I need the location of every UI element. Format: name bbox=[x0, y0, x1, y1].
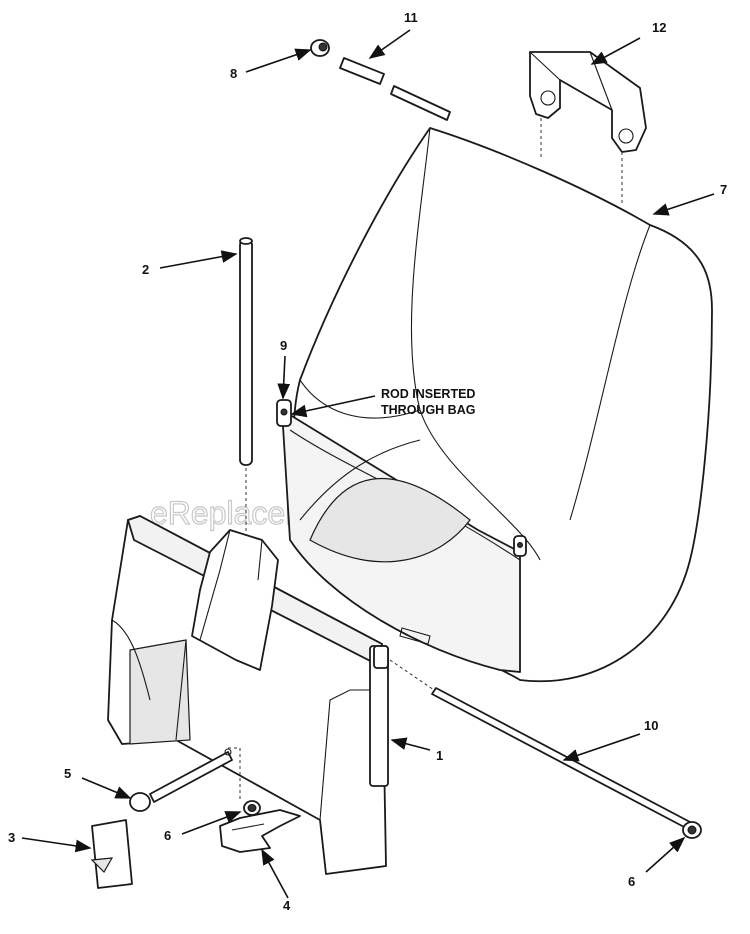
part-6-nut-right bbox=[682, 821, 702, 839]
note-line-2: THROUGH BAG bbox=[381, 403, 475, 417]
callout-4: 4 bbox=[283, 898, 291, 913]
arrow-6-left bbox=[181, 811, 242, 835]
callout-11: 11 bbox=[404, 10, 418, 25]
part-3-plate bbox=[90, 819, 133, 889]
callout-5: 5 bbox=[64, 766, 71, 781]
note-line-1: ROD INSERTED bbox=[381, 387, 475, 401]
part-4-latch bbox=[219, 809, 301, 853]
callout-12: 12 bbox=[652, 20, 666, 35]
callout-9: 9 bbox=[280, 338, 287, 353]
part-8-nut bbox=[310, 39, 330, 57]
arrow-12 bbox=[590, 37, 641, 65]
arrow-4 bbox=[261, 848, 289, 899]
part-6-nut-left bbox=[243, 800, 261, 816]
part-2-rod bbox=[239, 237, 253, 540]
callout-7: 7 bbox=[720, 182, 727, 197]
part-7-bag bbox=[281, 127, 713, 683]
arrow-2 bbox=[159, 250, 238, 269]
part-11-rod bbox=[339, 57, 451, 121]
callout-3: 3 bbox=[8, 830, 15, 845]
arrow-3 bbox=[21, 837, 92, 853]
callout-8: 8 bbox=[230, 66, 237, 81]
part-10-rod bbox=[389, 659, 691, 829]
callout-1: 1 bbox=[436, 748, 443, 763]
callout-6-left: 6 bbox=[164, 828, 171, 843]
callout-10: 10 bbox=[644, 718, 658, 733]
arrow-9 bbox=[277, 355, 291, 400]
arrow-rod-note bbox=[290, 395, 376, 418]
arrow-1 bbox=[390, 737, 431, 751]
arrow-7 bbox=[652, 193, 715, 216]
callout-2: 2 bbox=[142, 262, 149, 277]
callout-6-right: 6 bbox=[628, 874, 635, 889]
arrow-8 bbox=[245, 48, 312, 73]
arrow-10 bbox=[562, 733, 641, 762]
arrow-11 bbox=[368, 29, 411, 59]
part-5-bolt bbox=[129, 748, 233, 812]
arrow-6-right bbox=[645, 836, 686, 873]
part-9-bracket bbox=[276, 399, 292, 427]
part-12-hanger bbox=[529, 51, 647, 205]
part-1-chute bbox=[107, 515, 389, 875]
arrow-5 bbox=[81, 777, 132, 799]
